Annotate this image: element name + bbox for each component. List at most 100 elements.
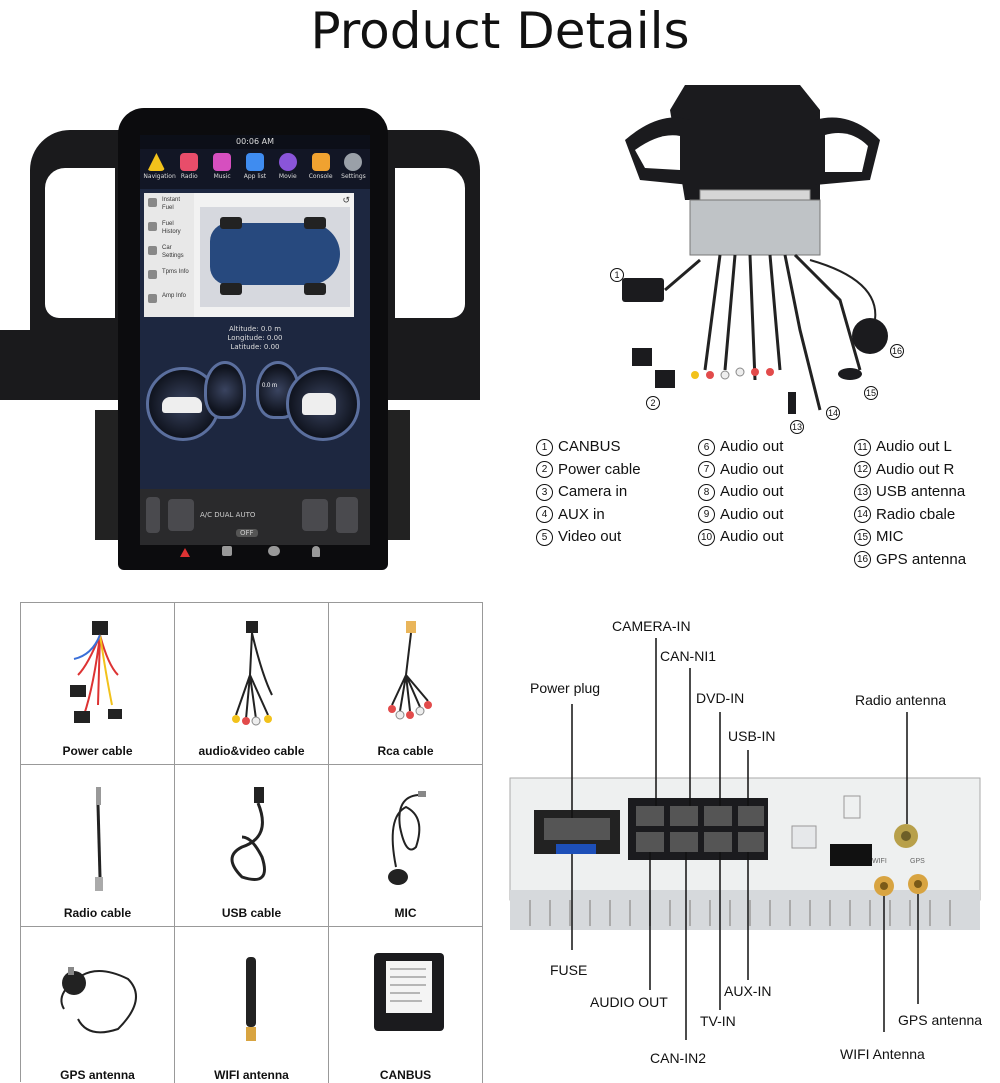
hazard-icon[interactable] (180, 548, 190, 557)
car-front-icon (302, 393, 336, 415)
callout-15: 15 (864, 386, 878, 400)
gps-antenna-icon (60, 967, 137, 1034)
callout-14: 14 (826, 406, 840, 420)
gauge-right (286, 367, 360, 441)
back-icon[interactable]: ↺ (342, 195, 350, 205)
label-power-plug: Power plug (530, 680, 601, 696)
wheel-rr (304, 283, 326, 295)
app-settings[interactable]: Settings (340, 153, 366, 189)
mount-bracket-right (385, 410, 410, 540)
vehicle-info-sidebar: Instant Fuel Fuel History Car Settings T… (144, 193, 194, 317)
canbus-box-icon (374, 953, 444, 1031)
app-music[interactable]: Music (209, 153, 235, 189)
accessory-usb-cable: USB cable (175, 765, 329, 927)
radio-cable-icon (95, 787, 103, 891)
temp-right-button[interactable] (302, 499, 328, 531)
wheel-rl (220, 283, 242, 295)
dash-trim-right (372, 330, 480, 400)
label-fuse: FUSE (550, 962, 588, 978)
back-panel-illustration (509, 638, 981, 1040)
settings-gear-icon (344, 153, 363, 171)
eco-icon[interactable] (268, 546, 280, 556)
side-item-car-settings[interactable]: Car Settings (144, 241, 194, 265)
accessory-wifi-antenna: WIFI antenna (175, 927, 329, 1083)
label-dvd-in: DVD-IN (696, 690, 745, 706)
label-wifi-antenna: WIFI Antenna (840, 1046, 925, 1062)
callout-1: 1 (610, 268, 624, 282)
label-radio-antenna: Radio antenna (855, 692, 947, 708)
seat-icon[interactable] (312, 546, 320, 557)
home-button[interactable] (146, 497, 160, 533)
page-title: Product Details (310, 2, 690, 60)
label-aux-in: AUX-IN (724, 983, 772, 999)
dash-wing-right-opening (395, 168, 465, 318)
power-cable-icon (70, 621, 122, 723)
wiring-harness-photo: 1 2 13 14 15 16 (520, 80, 990, 434)
app-console[interactable]: Console (308, 153, 334, 189)
volume-button[interactable] (336, 497, 358, 533)
app-applist[interactable]: App list (242, 153, 268, 189)
label-audio-out: AUDIO OUT (590, 994, 668, 1010)
callout-2: 2 (646, 396, 660, 410)
climate-off-button[interactable]: OFF (236, 529, 258, 537)
accessory-canbus: CANBUS (329, 927, 483, 1083)
wheel-fl (220, 217, 242, 229)
tag-wifi: WIFI (872, 858, 887, 865)
head-unit-photo: 00:06 AM Navigation Radio Music App list… (0, 100, 480, 570)
label-camera-in: CAMERA-IN (612, 618, 691, 634)
label-usb-in: USB-IN (728, 728, 776, 744)
side-item-instant-fuel[interactable]: Instant Fuel (144, 193, 194, 217)
accessory-rca-cable: Rca cable (329, 603, 483, 765)
mic-icon (388, 791, 426, 885)
app-dock: Navigation Radio Music App list Movie Co… (140, 149, 370, 189)
side-item-fuel-history[interactable]: Fuel History (144, 217, 194, 241)
climate-labels: A/C DUAL AUTO (200, 511, 256, 519)
touch-screen: 00:06 AM Navigation Radio Music App list… (140, 135, 370, 545)
app-navigation[interactable]: Navigation (143, 153, 176, 189)
wifi-antenna-icon (246, 957, 256, 1041)
label-tv-in: TV-IN (700, 1013, 736, 1029)
gauge-compass-left (204, 361, 246, 419)
dash-wing-left-opening (45, 168, 115, 318)
av-cable-icon (232, 621, 273, 726)
radio-icon (180, 153, 199, 171)
climate-control-strip: A/C DUAL AUTO OFF (140, 489, 370, 545)
app-movie[interactable]: Movie (275, 153, 301, 189)
callout-13: 13 (790, 420, 804, 434)
label-can-ni1: CAN-NI1 (660, 648, 717, 664)
side-item-tpms-info[interactable]: Tpms Info (144, 265, 194, 289)
accessories-grid: Power cable audio&video cable Rca cable … (20, 602, 483, 1083)
accessory-mic: MIC (329, 765, 483, 927)
side-item-amp-info[interactable]: Amp Info (144, 289, 194, 313)
vehicle-info-panel: Instant Fuel Fuel History Car Settings T… (144, 193, 354, 317)
status-bar: 00:06 AM (140, 135, 370, 149)
tag-gps: GPS (910, 858, 925, 865)
harness-illustration (622, 85, 888, 414)
back-panel-diagram: CAMERA-IN CAN-NI1 Power plug DVD-IN USB-… (500, 600, 1000, 1083)
temp-left-button[interactable] (168, 499, 194, 531)
car-topview (200, 207, 350, 307)
app-radio[interactable]: Radio (176, 153, 202, 189)
lock-icon[interactable] (222, 546, 232, 556)
accessory-power-cable: Power cable (21, 603, 175, 765)
music-icon (213, 153, 232, 171)
